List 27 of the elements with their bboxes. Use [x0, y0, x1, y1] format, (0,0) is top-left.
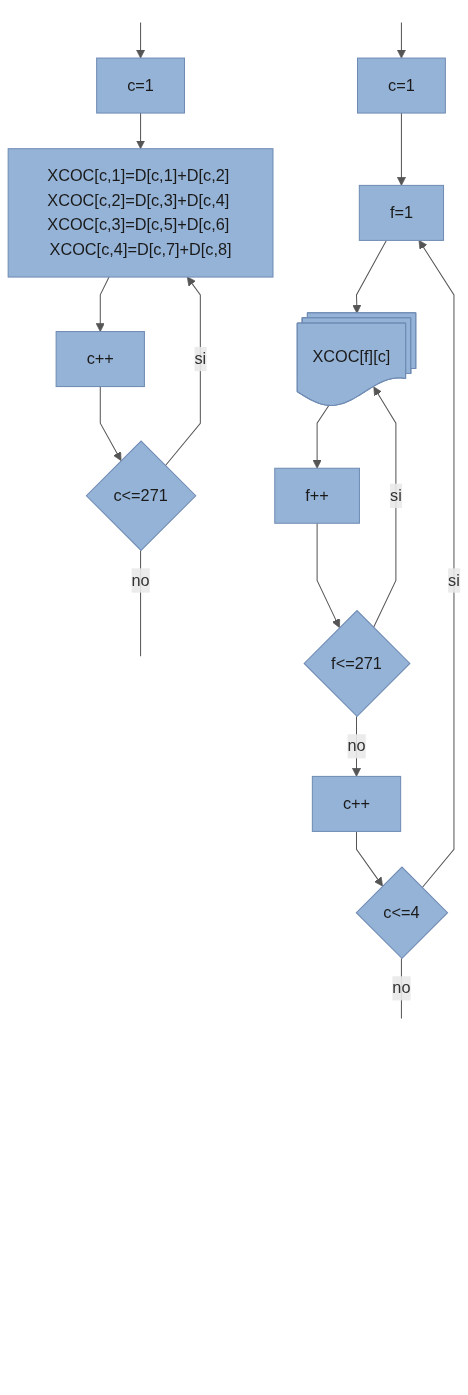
arrow: [396, 21, 406, 59]
edge-label: no: [131, 571, 150, 589]
node-diamond: f<=271: [303, 609, 411, 718]
arrow: [136, 112, 146, 150]
edge-label: no: [347, 737, 366, 755]
edge-label: si: [390, 486, 402, 504]
edge-label: no: [392, 979, 411, 997]
arrow: [418, 240, 455, 889]
arrow: [312, 405, 330, 469]
node-diamond: c<=271: [85, 440, 197, 552]
arrow: [95, 276, 110, 332]
arrow: [316, 522, 341, 628]
node-box: f=1: [358, 184, 445, 241]
edge-label: si: [194, 349, 207, 368]
node-box: c=1: [96, 57, 185, 114]
node-box: f++: [274, 467, 360, 524]
node-diamond: c<=4: [355, 866, 449, 960]
edge-label: si: [448, 571, 460, 589]
arrow: [136, 21, 146, 59]
arrow: [99, 386, 122, 461]
arrow: [373, 386, 397, 629]
node-box: c++: [55, 331, 145, 388]
node-box: XCOC[c,1]=D[c,1]+D[c,2] XCOC[c,2]=D[c,3]+D[c,4] XCOC[c,3]=D[c,5]+D[c,6] XCOC[c,4]=D[c,7]+D[c,8]: [7, 148, 274, 278]
arrow: [356, 830, 383, 887]
node-box: c++: [311, 775, 402, 832]
node-box: c=1: [357, 57, 446, 114]
arrow: [396, 112, 406, 186]
